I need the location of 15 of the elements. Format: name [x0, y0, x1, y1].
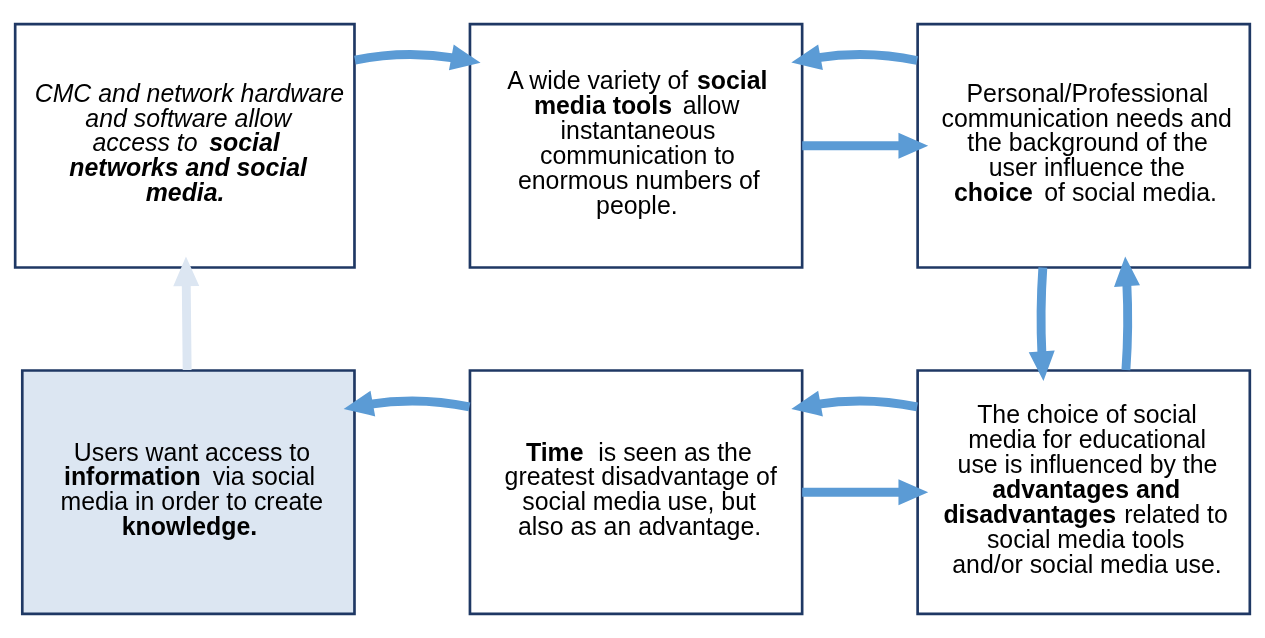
arrow — [802, 479, 929, 506]
node-box: Users want access to information via social media in order to create knowledge. — [20, 369, 356, 616]
arrow — [1028, 267, 1055, 382]
arrow — [1114, 256, 1140, 371]
node-box: A wide variety of social media tools allow instantaneous communication to enormous numbers of people. — [468, 22, 804, 269]
node-box: Personal/Professional communication needs and the background of the user influence the choice of social media. — [916, 22, 1252, 269]
node-box: CMC and network hardware and software allow access to social networks and social media. — [13, 22, 356, 269]
arrow — [343, 390, 471, 417]
arrow — [354, 44, 481, 71]
arrow — [791, 44, 918, 70]
arrow — [802, 132, 929, 159]
node-box: Time is seen as the greatest disadvantage of social media use, but also as an advantage. — [468, 369, 804, 616]
arrow — [173, 256, 200, 371]
node-box: The choice of social media for educational use is influenced by the advantages and disadvantages related to social media tools and/or social media use. — [916, 369, 1252, 616]
arrow — [791, 390, 918, 417]
